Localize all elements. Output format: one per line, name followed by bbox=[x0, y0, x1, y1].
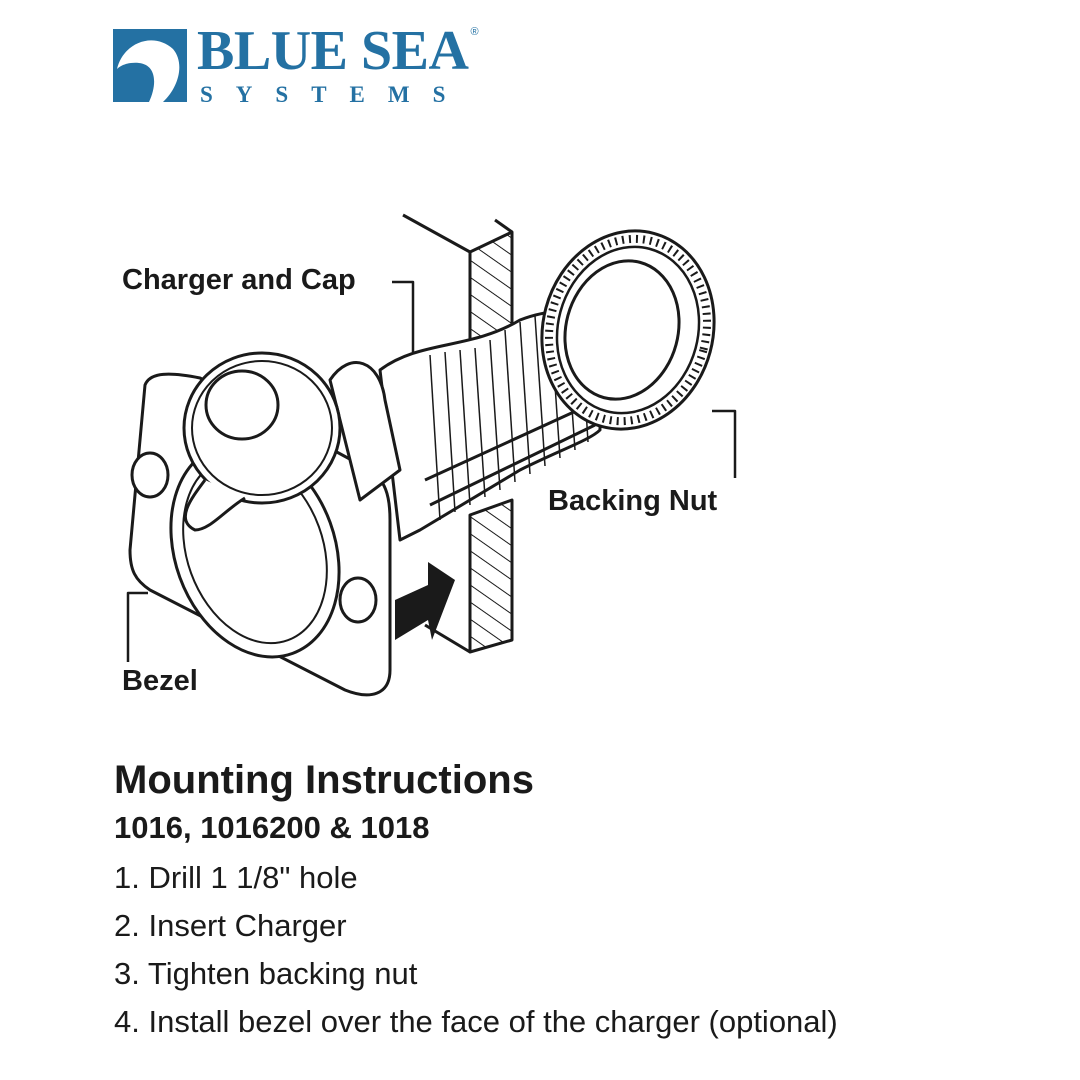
label-backing-nut: Backing Nut bbox=[548, 485, 718, 517]
instructions-title: Mounting Instructions bbox=[114, 758, 534, 802]
leader-lines bbox=[126, 280, 737, 662]
backing-nut bbox=[540, 229, 716, 431]
label-charger-and-cap: Charger and Cap bbox=[122, 264, 356, 296]
mounting-diagram bbox=[126, 213, 737, 697]
registered-mark: ® bbox=[470, 26, 479, 38]
wave-logo-icon bbox=[113, 29, 187, 102]
logo-top-line: BLUE SEA ® bbox=[197, 23, 479, 79]
charger-cap bbox=[182, 351, 402, 532]
insert-direction-arrow bbox=[395, 562, 455, 640]
blue-sea-systems-logo: BLUE SEA ® SYSTEMS bbox=[113, 23, 513, 107]
logo-subtitle: SYSTEMS bbox=[200, 82, 469, 107]
instruction-step: 2. Insert Charger bbox=[114, 908, 347, 943]
label-bezel: Bezel bbox=[122, 665, 198, 697]
instruction-step: 4. Install bezel over the face of the ch… bbox=[114, 1004, 838, 1039]
model-numbers: 1016, 1016200 & 1018 bbox=[114, 810, 430, 845]
logo-wordmark: BLUE SEA bbox=[197, 20, 469, 82]
instruction-step: 3. Tighten backing nut bbox=[114, 956, 418, 991]
instruction-step: 1. Drill 1 1/8" hole bbox=[114, 860, 358, 895]
